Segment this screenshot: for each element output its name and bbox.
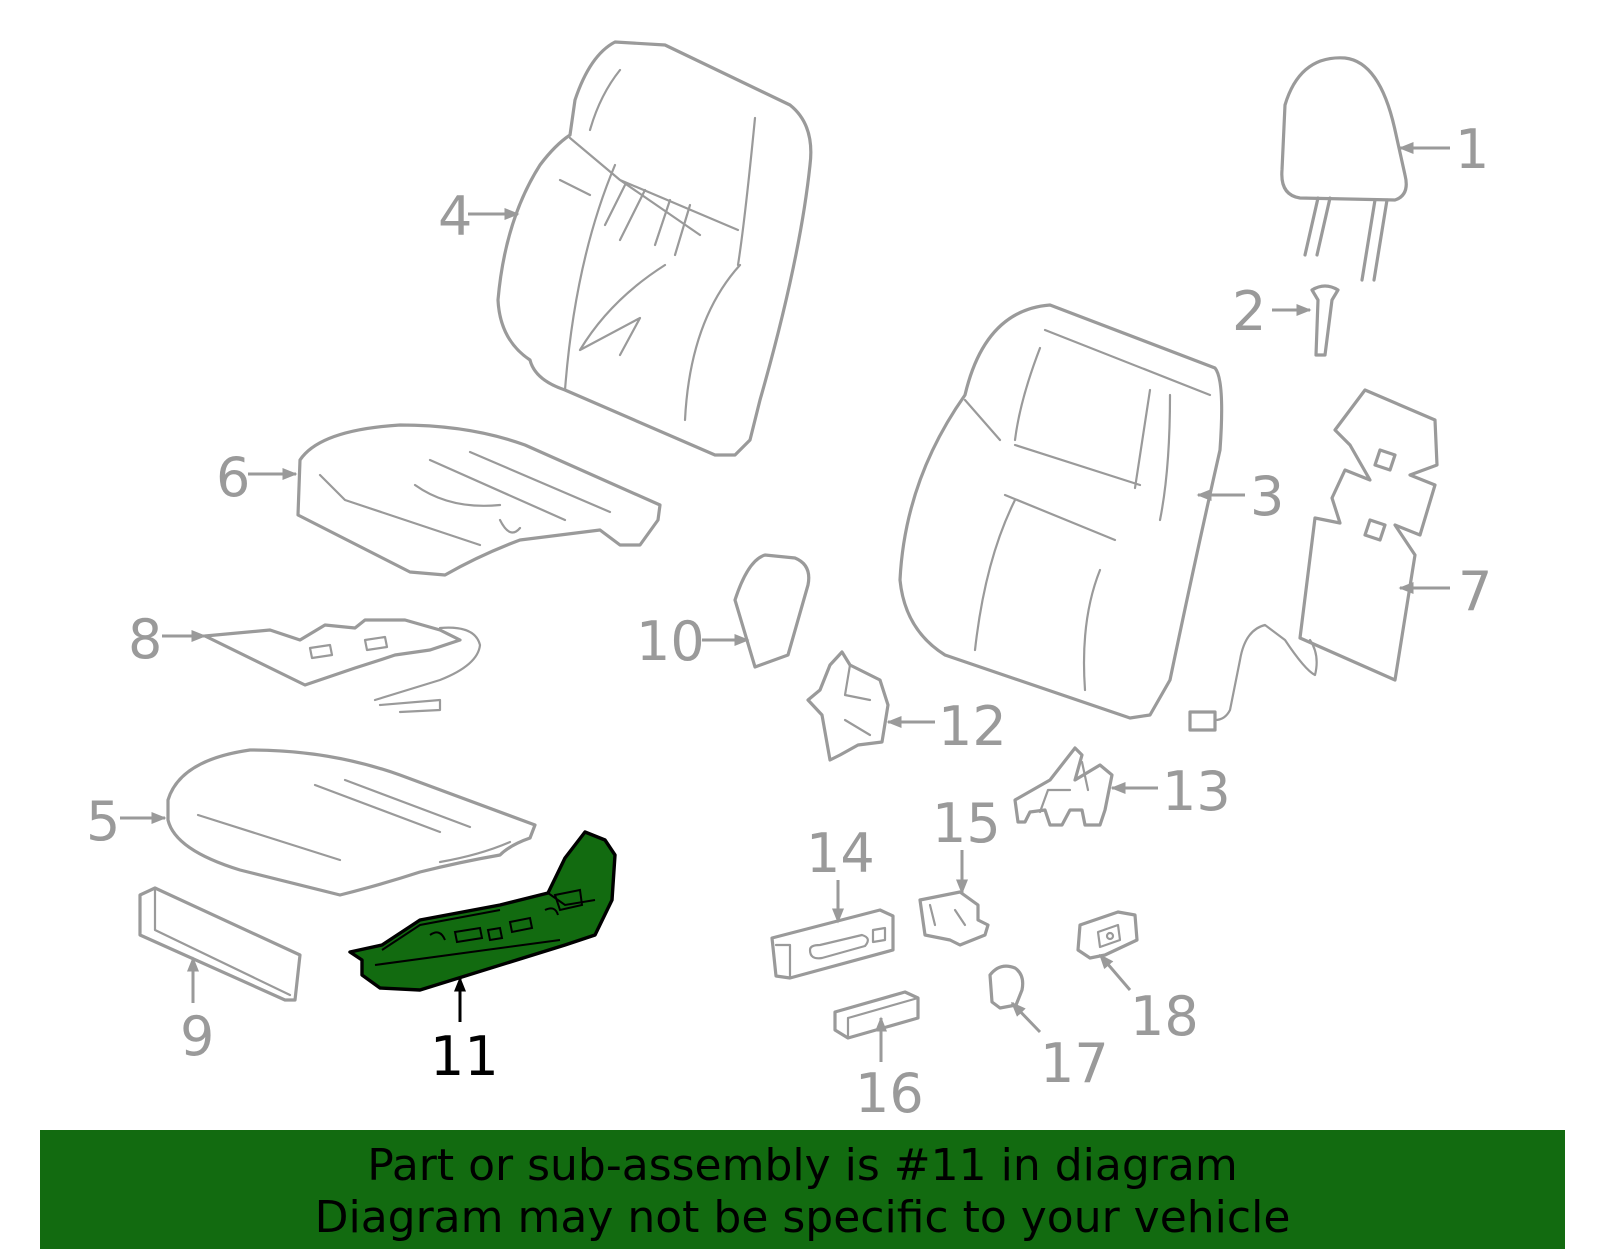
part-7-back-panel[interactable] (1188, 388, 1439, 732)
callout-10: 10 (636, 610, 705, 673)
part-2-pin[interactable] (1310, 284, 1340, 357)
callout-1: 1 (1455, 118, 1489, 181)
part-13-bracket[interactable] (1013, 746, 1114, 827)
callout-3: 3 (1250, 465, 1284, 528)
callout-18: 18 (1130, 985, 1199, 1048)
info-banner: Part or sub-assembly is #11 in diagram D… (40, 1130, 1565, 1249)
part-12-bracket[interactable] (806, 650, 890, 762)
banner-line-1: Part or sub-assembly is #11 in diagram (367, 1140, 1238, 1191)
banner-line-2: Diagram may not be specific to your vehi… (314, 1192, 1291, 1243)
callout-7: 7 (1458, 560, 1492, 623)
callout-11: 11 (430, 1025, 499, 1088)
callout-16: 16 (855, 1062, 924, 1125)
part-16-strip[interactable] (833, 990, 920, 1040)
part-14-switch-panel[interactable] (770, 908, 895, 980)
part-4-seatback[interactable] (496, 40, 813, 457)
part-8-heater-mat[interactable] (203, 618, 482, 714)
callout-14: 14 (806, 822, 875, 885)
part-17-knob[interactable] (988, 964, 1025, 1010)
part-1-headrest[interactable] (1280, 56, 1408, 282)
callout-13: 13 (1162, 760, 1231, 823)
leader-lines (120, 142, 1450, 1062)
callout-6: 6 (216, 446, 250, 509)
callout-5: 5 (86, 790, 120, 853)
part-11-seat-side-trim[interactable] (348, 830, 617, 992)
callout-15: 15 (932, 792, 1001, 855)
part-5-cushion-pad[interactable] (166, 748, 537, 897)
part-18-switch[interactable] (1076, 910, 1139, 960)
callout-8: 8 (128, 608, 162, 671)
callout-2: 2 (1232, 280, 1266, 343)
callout-17: 17 (1040, 1032, 1109, 1095)
callout-labels: 1 2 3 4 5 6 7 8 9 10 11 12 13 14 15 16 1… (86, 118, 1492, 1125)
part-9-trim[interactable] (138, 886, 302, 1002)
part-15-connector[interactable] (918, 890, 990, 947)
part-6-cushion-cover[interactable] (296, 423, 662, 577)
callout-12: 12 (938, 695, 1007, 758)
callout-9: 9 (180, 1005, 214, 1068)
part-10-side-cover[interactable] (733, 553, 811, 669)
callout-4: 4 (438, 185, 472, 248)
part-3-seatback-cover[interactable] (898, 303, 1224, 720)
